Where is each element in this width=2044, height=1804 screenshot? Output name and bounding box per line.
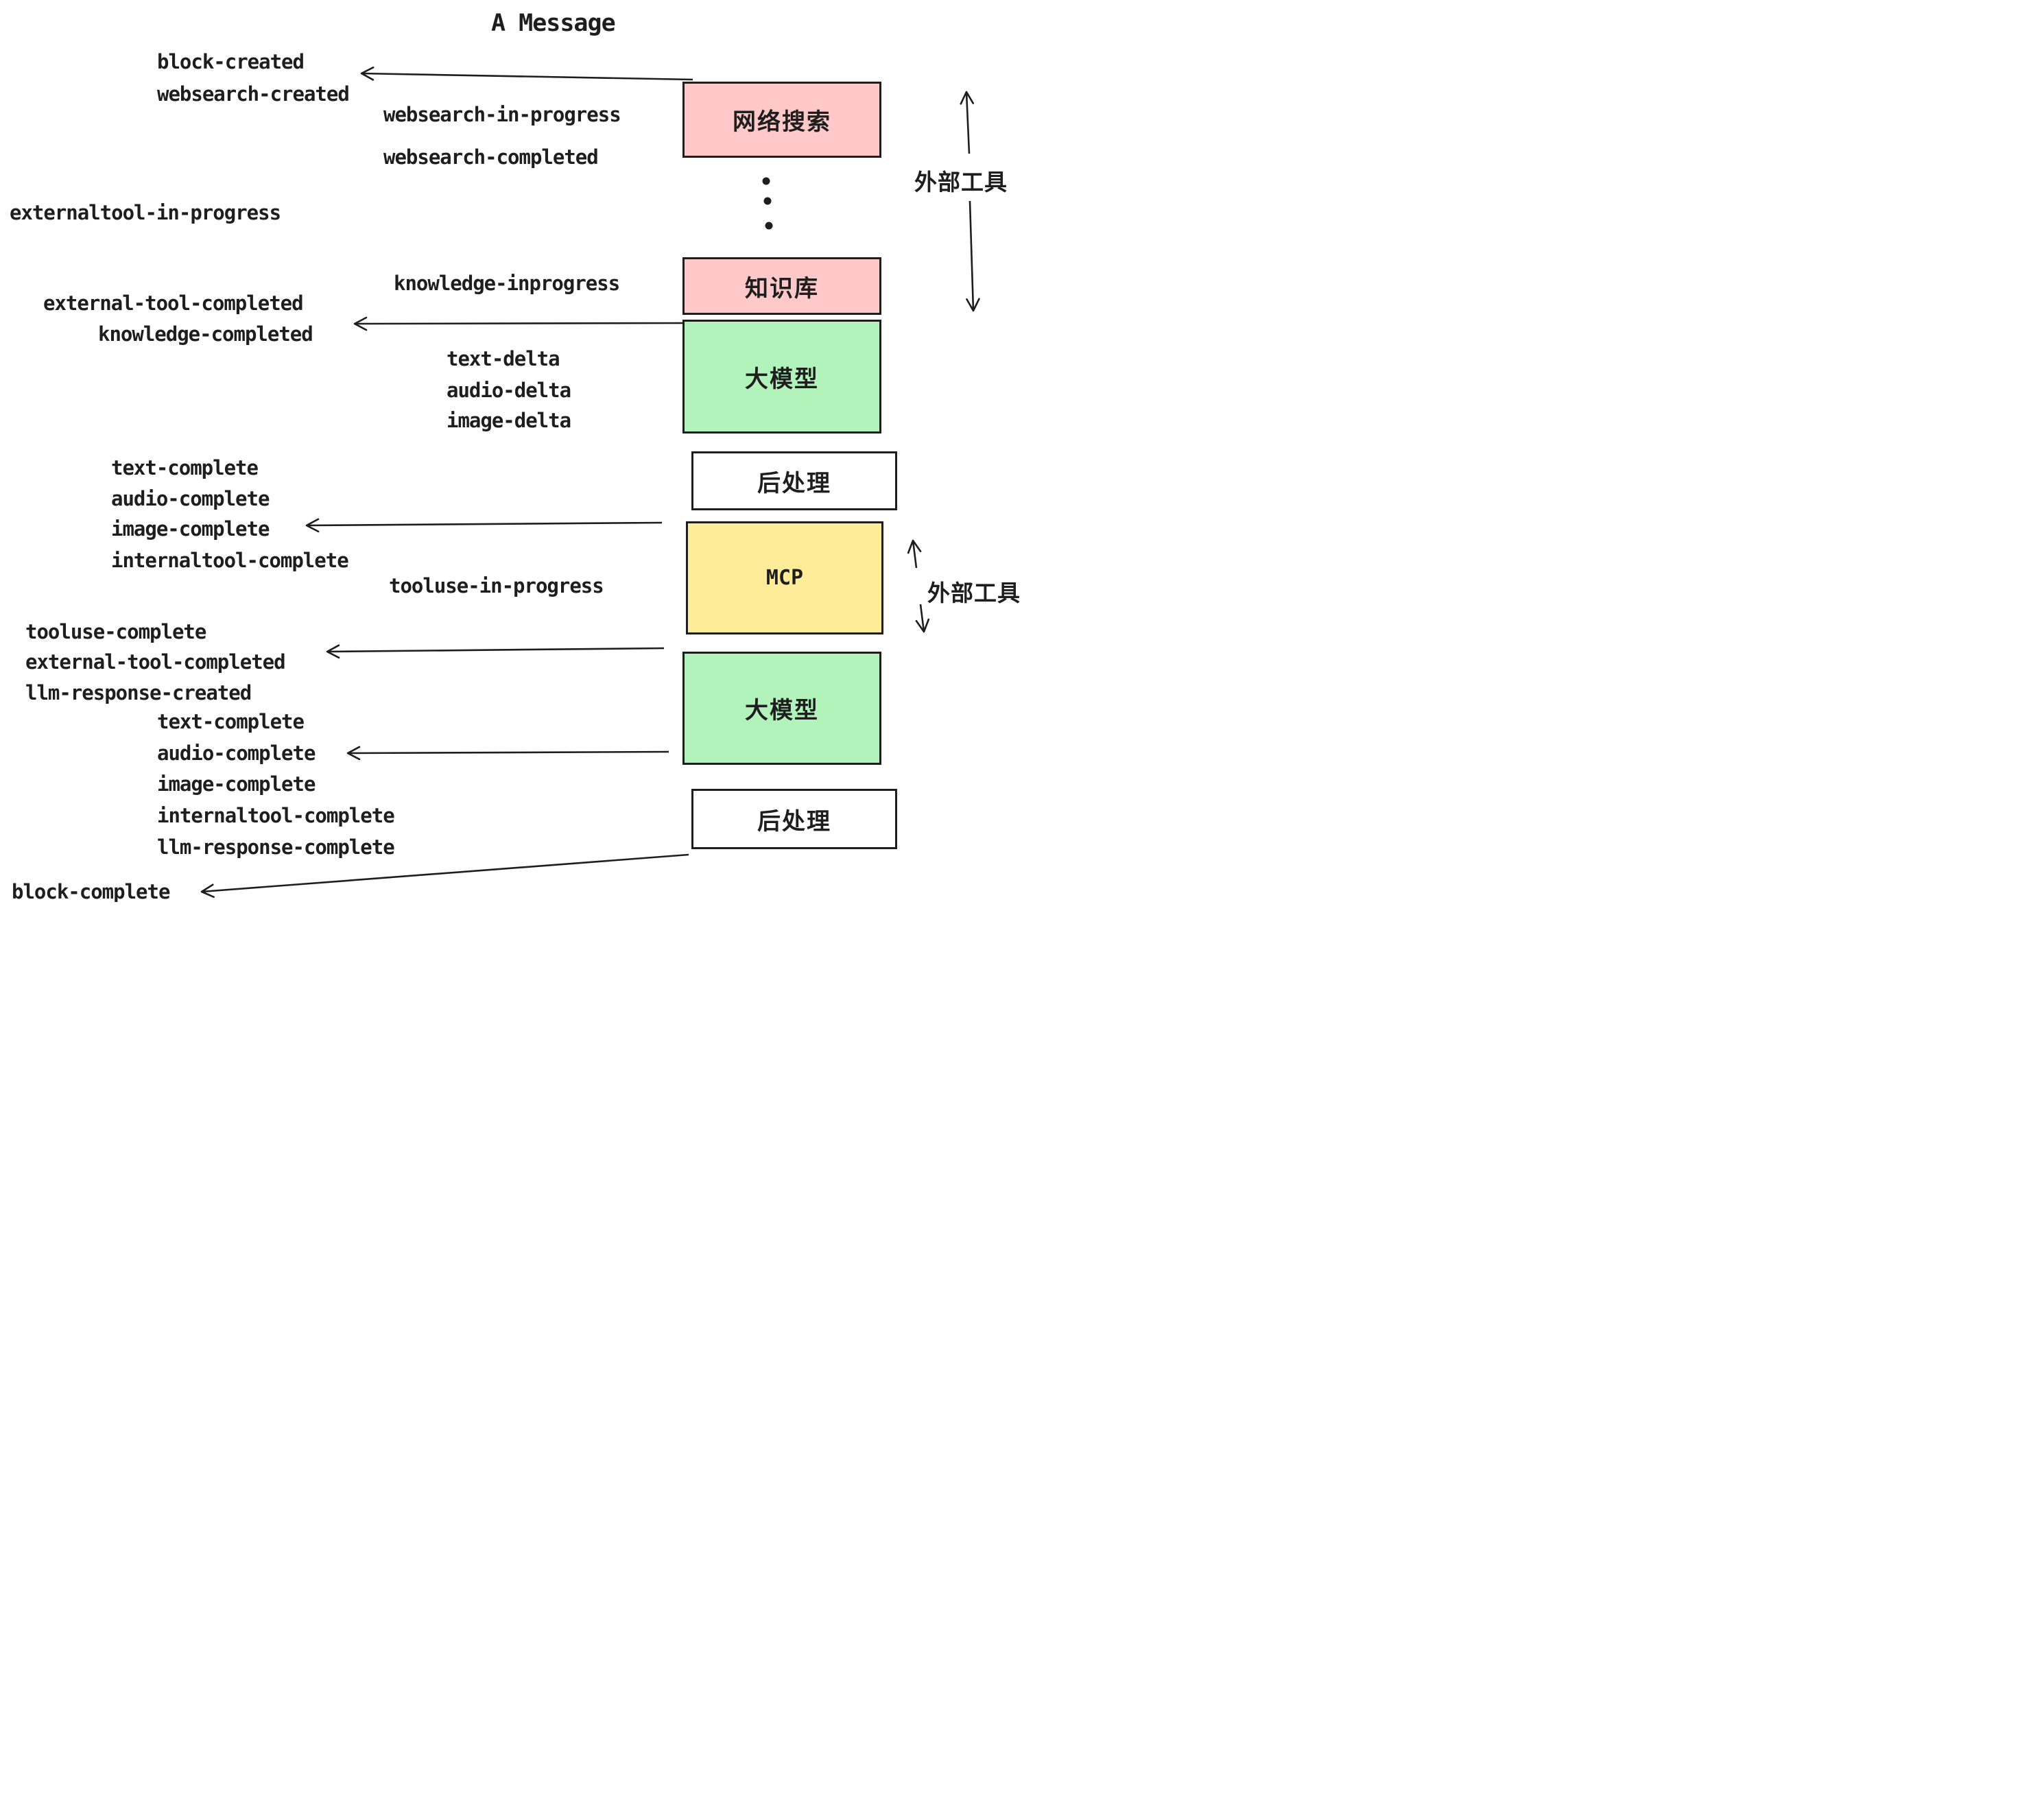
- arrow-post2-to-block-complete: [200, 853, 689, 898]
- arrow-knowledge-to-completed-events: [353, 316, 683, 331]
- event-label-audio-complete: audio-complete: [111, 487, 270, 510]
- event-label-websearch-created: websearch-created: [157, 82, 350, 106]
- event-label-external-tool-completed: external-tool-completed: [43, 292, 304, 315]
- event-label-text-delta: text-delta: [447, 347, 560, 370]
- event-label-knowledge-completed: knowledge-completed: [98, 322, 313, 346]
- arrow-websearch-to-created-events: [360, 67, 693, 81]
- ellipsis-dot: [763, 197, 772, 205]
- box-post-2: 后处理: [691, 789, 897, 849]
- external-tools-label-1: 外部工具: [914, 169, 1008, 195]
- box-websearch-label: 网络搜索: [733, 108, 831, 136]
- box-knowledge-label: 知识库: [745, 274, 819, 302]
- event-label-image-delta: image-delta: [447, 409, 571, 432]
- up-arrow-external-tools-1: [960, 91, 975, 154]
- event-label-internaltool-complete: internaltool-complete: [111, 549, 349, 572]
- box-knowledge: 知识库: [682, 257, 881, 315]
- event-label-block-complete: block-complete: [12, 880, 170, 902]
- box-llm-1: 大模型: [682, 320, 881, 434]
- box-llm-2-label: 大模型: [745, 697, 819, 724]
- event-label-external-tool-completed-2: external-tool-completed: [25, 650, 286, 674]
- arrow-llm2-to-complete-events: [346, 746, 669, 761]
- event-label-knowledge-inprogress: knowledge-inprogress: [394, 272, 620, 295]
- event-label-block-created: block-created: [157, 50, 305, 73]
- event-label-tooluse-complete: tooluse-complete: [25, 620, 206, 643]
- event-label-websearch-completed: websearch-completed: [383, 145, 599, 169]
- box-post-2-label: 后处理: [757, 807, 831, 835]
- box-websearch: 网络搜索: [682, 82, 881, 158]
- box-post-1-label: 后处理: [757, 469, 831, 497]
- box-llm-1-label: 大模型: [745, 365, 819, 393]
- down-arrow-external-tools-1: [966, 200, 980, 312]
- event-label-llm-response-complete: llm-response-complete: [157, 835, 395, 859]
- external-tools-label-2: 外部工具: [927, 580, 1021, 606]
- box-post-1: 后处理: [691, 451, 897, 510]
- event-label-llm-response-created: llm-response-created: [25, 681, 252, 704]
- arrow-post1-to-complete-events: [305, 518, 663, 533]
- event-label-tooluse-in-progress: tooluse-in-progress: [389, 574, 604, 597]
- event-label-image-complete: image-complete: [111, 517, 270, 541]
- event-label-text-complete-2: text-complete: [157, 710, 305, 733]
- event-label-externaltool-in-progress: externaltool-in-progress: [10, 201, 281, 224]
- box-mcp-label: MCP: [765, 566, 804, 590]
- event-label-audio-complete-2: audio-complete: [157, 741, 316, 765]
- event-label-websearch-in-progress: websearch-in-progress: [383, 103, 621, 126]
- event-label-audio-delta: audio-delta: [447, 379, 571, 402]
- box-mcp: MCP: [686, 521, 883, 634]
- event-label-text-complete: text-complete: [111, 456, 259, 479]
- event-label-internaltool-complete-2: internaltool-complete: [157, 804, 395, 827]
- event-label-image-complete-2: image-complete: [157, 772, 316, 796]
- diagram-canvas: A Message 网络搜索 知识库 大模型 后处理 MCP 大模型 后处理 外…: [0, 0, 1022, 902]
- up-arrow-external-tools-2: [907, 539, 922, 569]
- diagram-title: A Message: [491, 10, 616, 37]
- box-llm-2: 大模型: [682, 652, 881, 765]
- ellipsis-dot: [765, 222, 773, 230]
- down-arrow-external-tools-2: [915, 604, 930, 633]
- arrow-mcp-to-tooluse-events: [326, 644, 665, 659]
- ellipsis-dot: [762, 177, 770, 185]
